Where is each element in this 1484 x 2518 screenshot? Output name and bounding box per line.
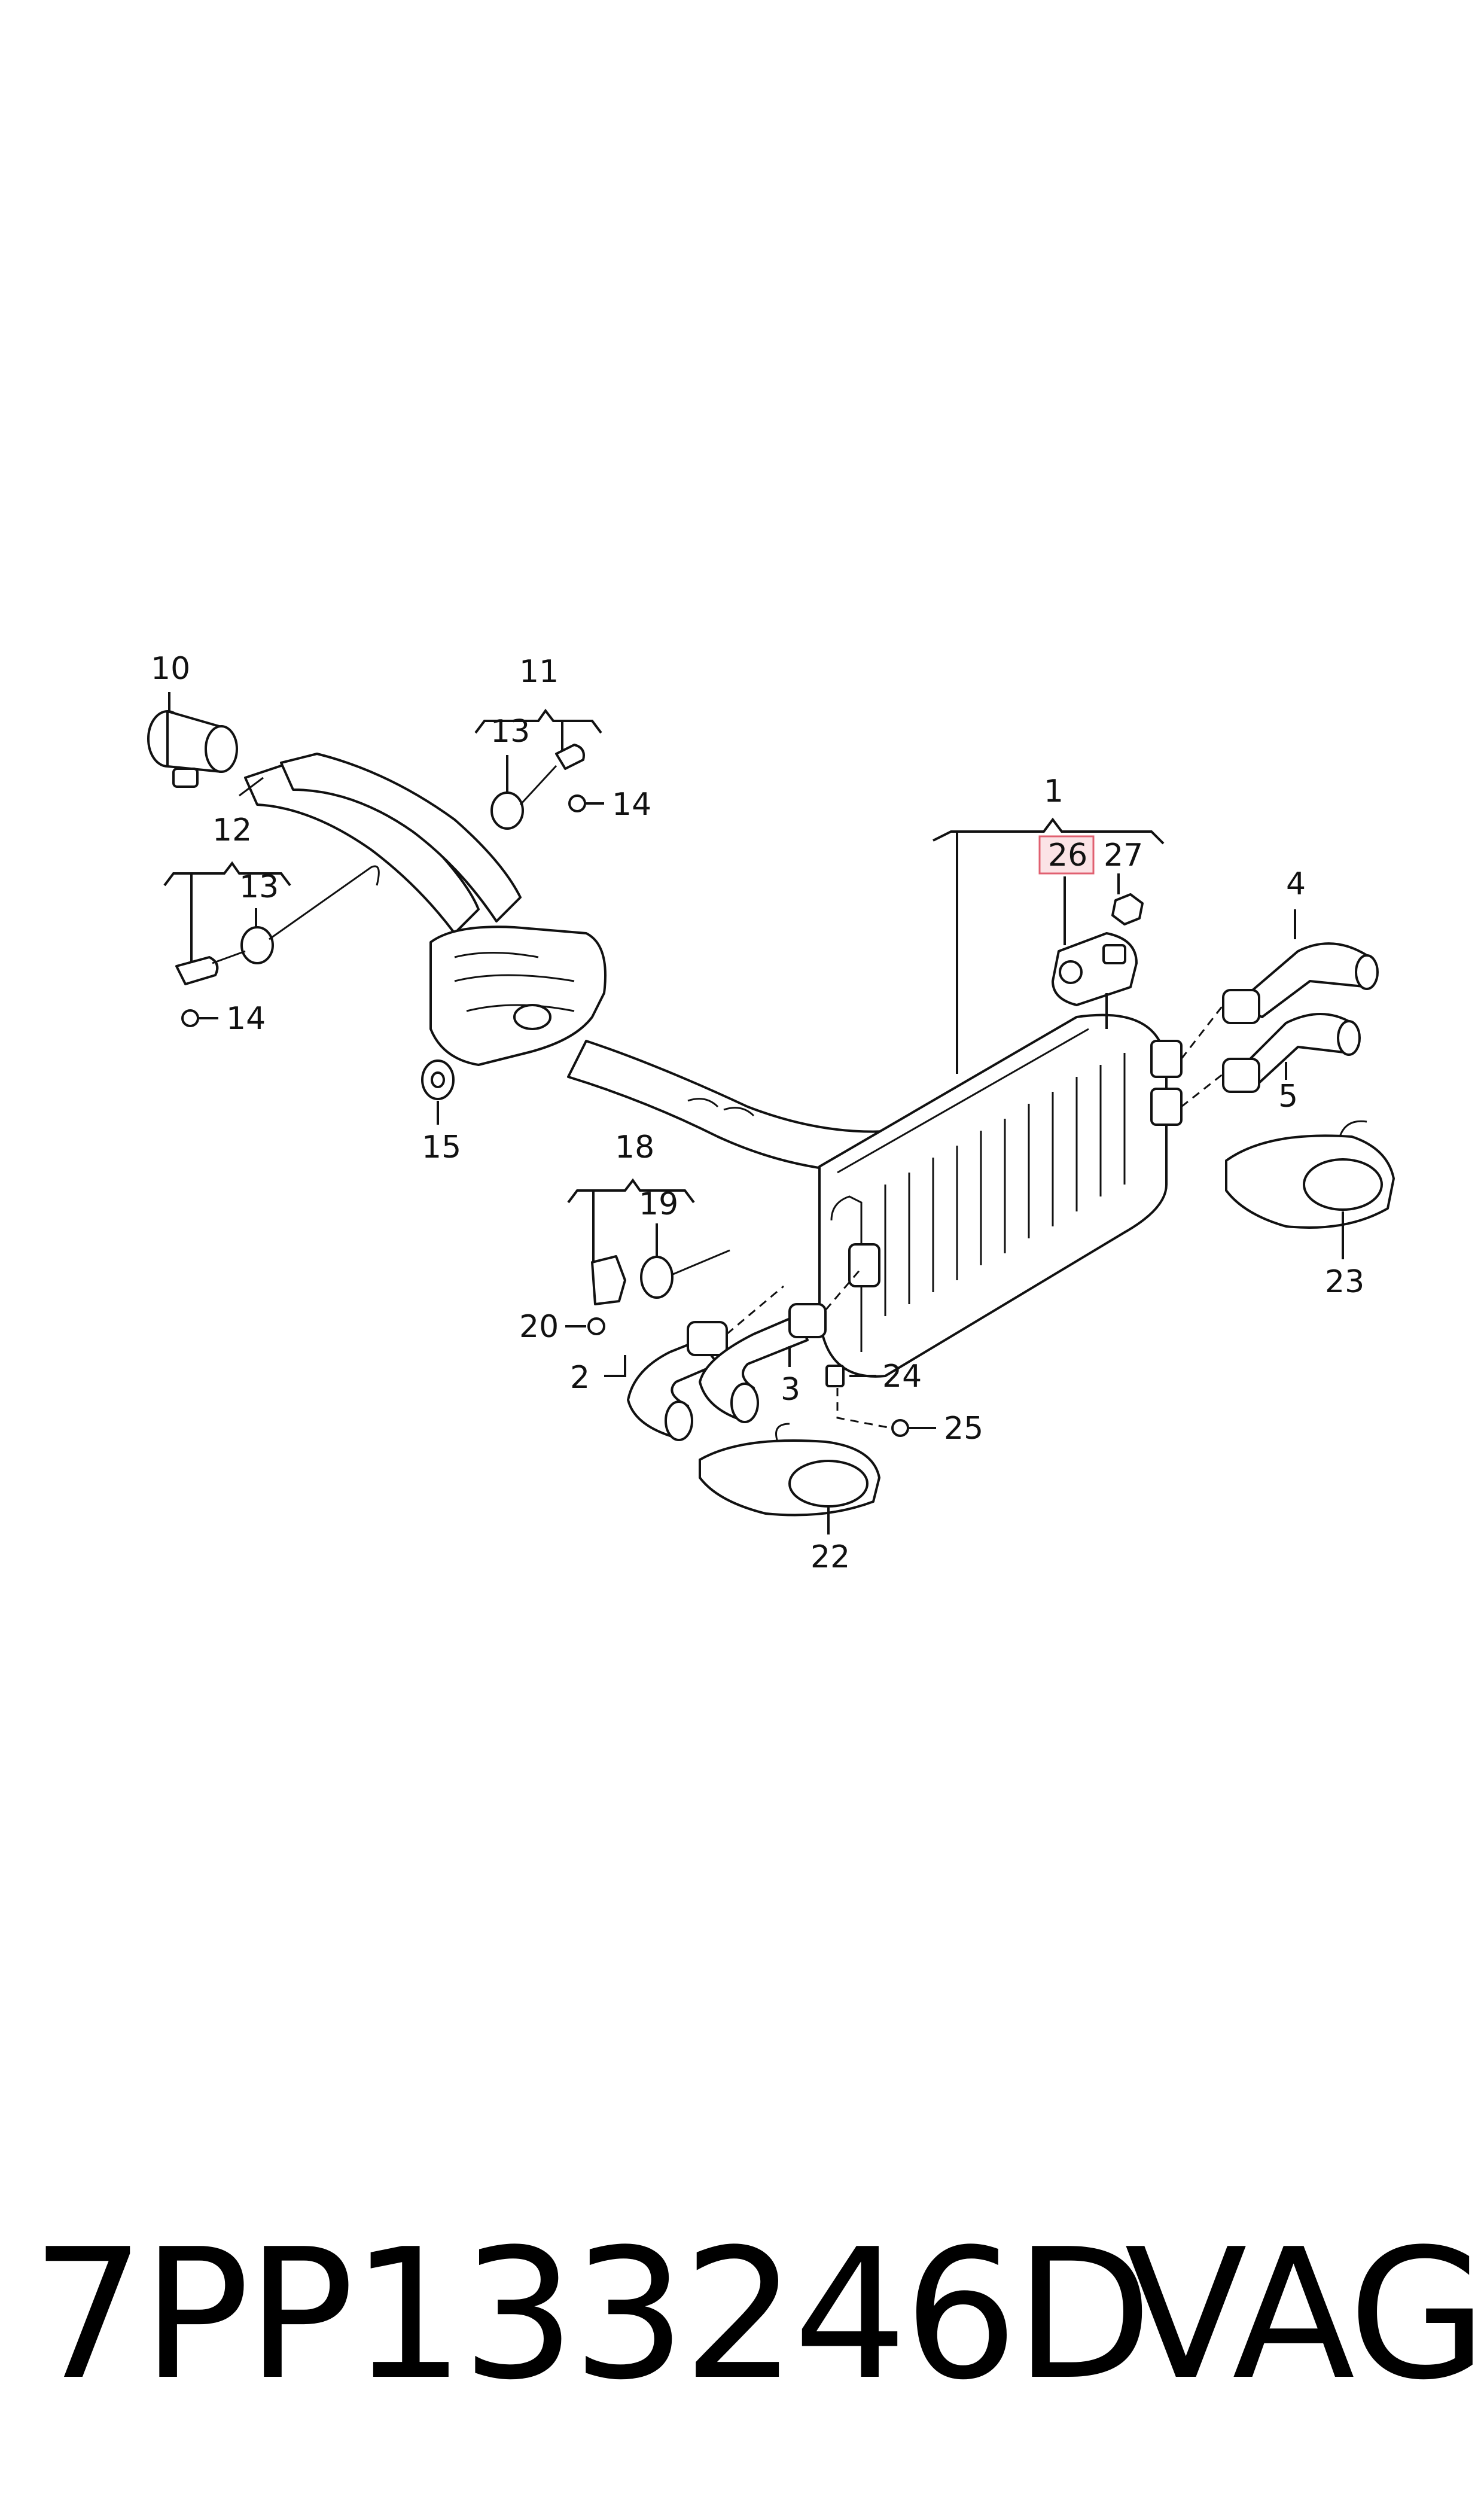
callout-19: 19 xyxy=(639,1186,678,1222)
callout-2: 2 xyxy=(570,1360,590,1396)
rear-hanger-assembly-part xyxy=(591,1249,730,1305)
callout-13-upper: 13 xyxy=(490,714,530,750)
callout-11: 11 xyxy=(519,654,559,690)
callout-24: 24 xyxy=(882,1359,922,1395)
sensor-actuator-part xyxy=(1052,932,1138,1029)
leader-lines xyxy=(163,692,1344,1534)
callout-18: 18 xyxy=(615,1129,654,1165)
right-tailpipe-upper-part xyxy=(1222,942,1379,1024)
callout-4: 4 xyxy=(1286,866,1306,902)
callout-22: 22 xyxy=(810,1539,850,1575)
callout-26-highlight xyxy=(1038,835,1095,875)
callout-13-left: 13 xyxy=(239,869,279,905)
callout-20: 20 xyxy=(519,1309,559,1345)
clip-part xyxy=(825,1365,845,1387)
callout-3: 3 xyxy=(781,1372,800,1408)
callout-27: 27 xyxy=(1104,838,1143,873)
front-pipes-part xyxy=(239,753,522,934)
part-number-text: 7PP133246D xyxy=(31,2211,1153,2419)
callout-labels: 1 2 3 4 5 10 11 12 13 13 14 14 15 18 19 … xyxy=(151,651,1364,1575)
left-trim-part xyxy=(699,1423,880,1517)
callout-14-left: 14 xyxy=(226,1001,266,1037)
callout-1: 1 xyxy=(1044,774,1064,809)
rear-silencer-part xyxy=(818,1013,1183,1378)
callout-14-upper: 14 xyxy=(612,787,651,823)
callout-25: 25 xyxy=(944,1411,983,1447)
clamp-sleeve-part xyxy=(147,710,238,788)
right-trim-part xyxy=(1225,1120,1395,1229)
callout-15: 15 xyxy=(422,1129,461,1165)
hanger-rubber-part xyxy=(421,1059,455,1100)
exhaust-parts-drawing xyxy=(147,710,1395,1517)
hanger-bracket-left-part xyxy=(175,865,380,985)
center-resonator-part xyxy=(429,925,607,1066)
right-tailpipe-lower-part xyxy=(1222,1013,1361,1093)
callout-26: 26 xyxy=(1048,838,1087,873)
silencer-ribs xyxy=(884,1053,1126,1316)
nut-part xyxy=(1111,893,1144,925)
callout-10: 10 xyxy=(151,651,190,687)
callout-5: 5 xyxy=(1278,1079,1298,1115)
left-tailpipe-outer-part xyxy=(627,1321,728,1441)
left-tailpipe-inner-part xyxy=(699,1303,827,1423)
bolt-part xyxy=(181,794,909,1437)
callout-12: 12 xyxy=(212,812,252,848)
hanger-bracket-upper-part xyxy=(490,744,585,830)
brand-text: VAG xyxy=(1125,2211,1484,2419)
callout-23: 23 xyxy=(1325,1264,1364,1300)
